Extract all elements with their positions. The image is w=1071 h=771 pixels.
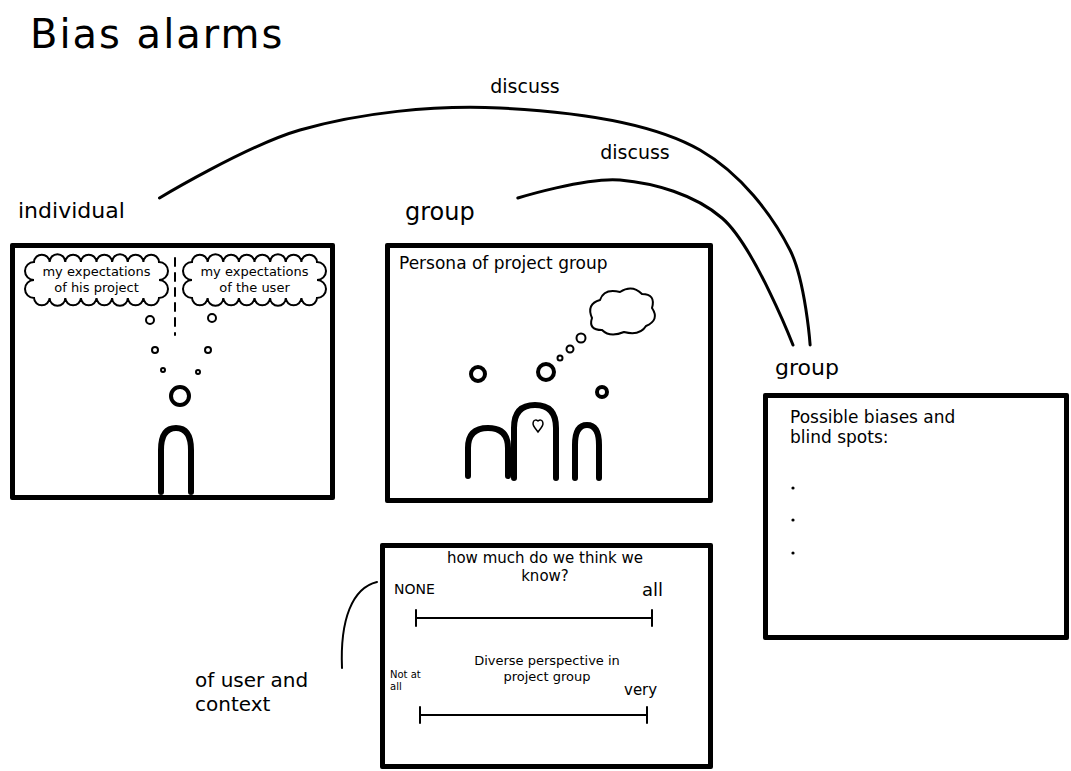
person-body — [161, 428, 191, 492]
divider-line — [174, 258, 176, 335]
cloud-outline-path — [25, 254, 168, 306]
thought-bubble — [152, 347, 158, 353]
scale-question: how much do we think we know? — [445, 549, 645, 585]
box-text: Persona of project group — [399, 253, 608, 273]
box-text: Possible biases and blind spots: — [790, 407, 980, 448]
thought-bubble — [558, 356, 563, 361]
cloud-text: my expectations of his project — [36, 264, 157, 295]
edge-label: discuss — [487, 75, 563, 97]
frame-box: how much do we think we know? NONE allDive… — [380, 543, 713, 769]
box-heading: group — [775, 355, 839, 381]
thought-bubble — [208, 314, 216, 322]
bullet-dot — [791, 486, 794, 489]
callout-label: of user and context — [195, 668, 335, 716]
person-head — [471, 367, 485, 381]
thought-bubble — [196, 370, 200, 374]
box-heading: group — [405, 198, 475, 227]
scale-question: Diverse perspective in project group — [462, 653, 632, 684]
person-head — [538, 364, 554, 380]
cloud-text: my expectations of the user — [194, 264, 315, 295]
person-body — [468, 428, 508, 476]
group-figures — [468, 288, 655, 478]
scale-line — [420, 714, 647, 716]
thought-bubble — [146, 316, 154, 324]
frame-box: groupPossible biases and blind spots: — [763, 345, 1069, 640]
scale-end: Not at all — [390, 669, 430, 693]
person-body — [575, 425, 599, 478]
box-outline — [385, 243, 713, 503]
box-heading: individual — [18, 198, 125, 224]
person-head — [171, 387, 189, 405]
scale-tick — [419, 707, 421, 723]
scale-tick — [651, 610, 653, 626]
bullet-dots — [791, 486, 794, 554]
thought-bubble — [161, 368, 165, 372]
scale-end: all — [642, 579, 663, 601]
leader-line — [342, 582, 377, 668]
thought-bubble — [205, 347, 211, 353]
bullet-dot — [791, 551, 794, 554]
scale-line — [416, 617, 652, 619]
thought-cloud: my expectations of his project — [24, 252, 169, 308]
scale-end: NONE — [394, 581, 435, 598]
thought-cloud: my expectations of the user — [182, 252, 327, 308]
heart — [533, 420, 543, 432]
thought-cloud — [590, 288, 655, 334]
frame-box: individual my expectations of his project… — [10, 198, 335, 500]
scales — [416, 610, 652, 723]
cloud-outline-path — [183, 254, 326, 306]
bullet-dot — [791, 518, 794, 521]
title: Bias alarms — [30, 10, 284, 58]
person-body — [514, 405, 556, 478]
person-head — [597, 387, 607, 397]
thought-bubble — [577, 334, 586, 343]
scale-tick — [646, 707, 648, 723]
individual-figure — [146, 258, 216, 492]
scale-tick — [415, 610, 417, 626]
frame-box: groupPersona of project group — [385, 198, 713, 503]
thought-bubble — [567, 346, 574, 353]
edge-label: discuss — [597, 141, 673, 163]
scale-end: very — [624, 681, 657, 699]
